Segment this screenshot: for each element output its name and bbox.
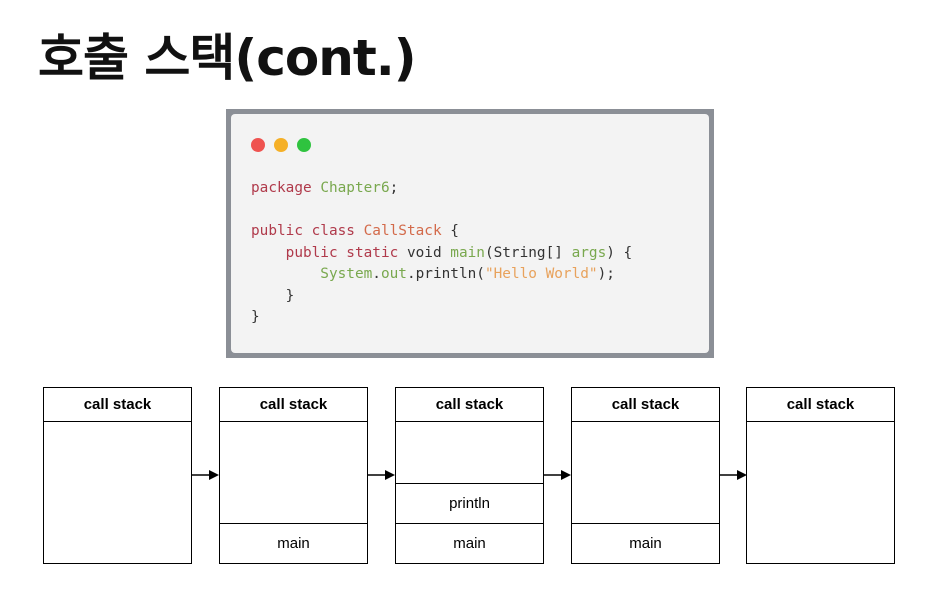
stack-frame-main: main xyxy=(220,523,367,563)
code-token: args xyxy=(571,244,607,261)
code-token: ; xyxy=(389,180,399,196)
code-token: System xyxy=(251,266,373,282)
stack-frame-main: main xyxy=(572,523,719,563)
stack-frame-main: main xyxy=(396,523,543,563)
call-stack-header: call stack xyxy=(572,388,719,422)
code-token: "Hello World" xyxy=(484,266,598,282)
code-line: System.out.println("Hello World"); xyxy=(251,264,632,286)
close-dot-icon xyxy=(251,138,265,152)
code-token: package xyxy=(251,180,321,196)
code-token: ) { xyxy=(606,244,633,261)
code-line: public static void main(String[] args) { xyxy=(251,243,633,265)
call-stack-header: call stack xyxy=(220,388,367,422)
call-stack-header: call stack xyxy=(747,388,894,422)
code-line: } xyxy=(251,307,632,329)
arrow-right-icon xyxy=(192,470,219,480)
code-token: .println( xyxy=(406,266,485,282)
code-token: Chapter6 xyxy=(320,180,390,196)
page-title: 호출 스택(cont.) xyxy=(38,29,417,87)
code-token: } xyxy=(251,309,260,325)
call-stack-header: call stack xyxy=(396,388,543,422)
code-card: package Chapter6; public class CallStack… xyxy=(231,114,709,353)
call-stack-box: call stack xyxy=(43,387,192,564)
code-token: public static xyxy=(251,244,407,261)
arrow-right-icon xyxy=(368,470,395,480)
call-stack-header: call stack xyxy=(44,388,191,422)
arrow-right-icon xyxy=(544,470,571,480)
call-stack-box: call stack xyxy=(746,387,895,564)
code-token: (String[] xyxy=(484,244,572,261)
code-line xyxy=(251,200,632,222)
minimize-dot-icon xyxy=(274,138,288,152)
code-token: void xyxy=(406,244,451,261)
code-token: main xyxy=(450,244,485,261)
code-line: public class CallStack { xyxy=(251,221,632,243)
code-window: package Chapter6; public class CallStack… xyxy=(226,109,714,358)
stack-frame-println: println xyxy=(396,483,543,523)
code-line: } xyxy=(251,286,632,308)
maximize-dot-icon xyxy=(297,138,311,152)
code-token: { xyxy=(441,223,459,239)
code-token: out xyxy=(380,266,407,282)
code-block: package Chapter6; public class CallStack… xyxy=(251,178,632,329)
call-stack-box: call stack main xyxy=(571,387,720,564)
code-token: } xyxy=(251,287,295,304)
call-stack-box: call stack main xyxy=(219,387,368,564)
code-token: . xyxy=(372,266,381,282)
code-line: package Chapter6; xyxy=(251,178,632,200)
arrow-right-icon xyxy=(720,470,747,480)
code-token: CallStack xyxy=(363,223,442,239)
code-token: public class xyxy=(251,223,364,239)
code-token: ); xyxy=(597,266,615,282)
